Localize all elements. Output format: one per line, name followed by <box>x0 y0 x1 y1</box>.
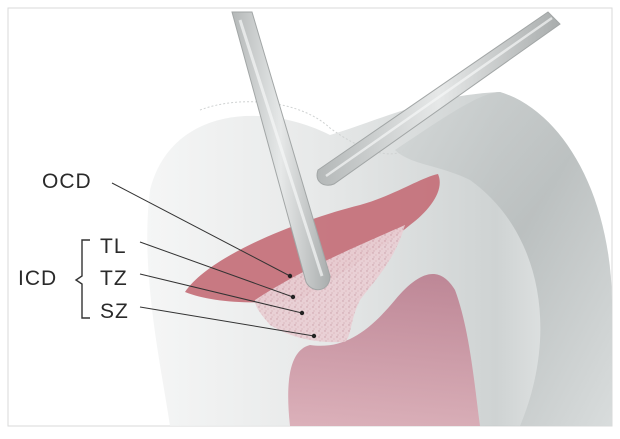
label-tz: TZ <box>100 268 128 289</box>
label-icd: ICD <box>18 268 57 289</box>
dot-sz <box>312 334 316 338</box>
label-ocd: OCD <box>42 171 92 192</box>
label-sz: SZ <box>100 301 129 322</box>
label-tl: TL <box>100 236 127 257</box>
dot-ocd <box>288 274 292 278</box>
dot-tl <box>291 295 295 299</box>
dot-tz <box>300 311 304 315</box>
